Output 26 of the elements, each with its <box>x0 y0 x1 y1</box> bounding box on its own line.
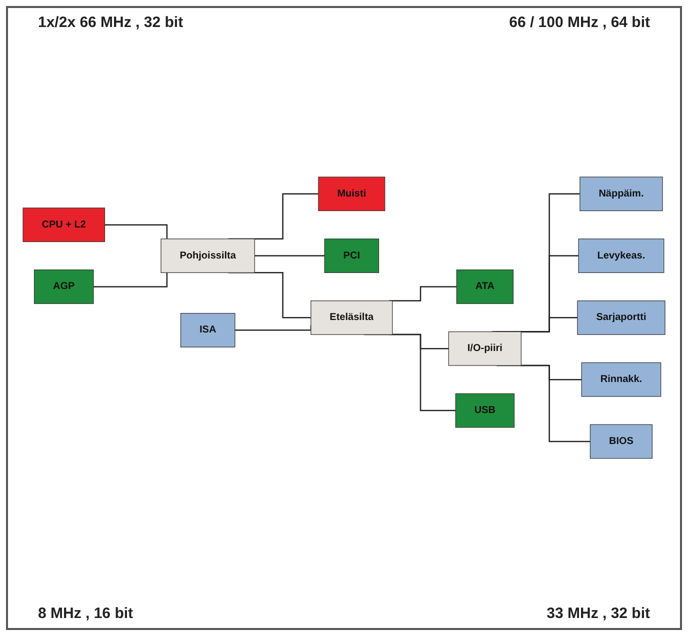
bus-speed-label: 33 MHz , 32 bit <box>546 605 650 622</box>
node-box: Levykeas. <box>578 238 664 274</box>
node-box: ISA <box>180 313 236 348</box>
connector <box>389 286 458 302</box>
node-box: Näppäim. <box>580 177 663 212</box>
node-box: USB <box>455 394 515 428</box>
bus-speed-label: 8 MHz , 16 bit <box>38 605 134 622</box>
node-box: ATA <box>456 270 514 304</box>
node-box: PCI <box>324 238 380 274</box>
node-box: Pohjoissilta <box>160 238 255 274</box>
node-box: I/O-piiri <box>448 332 522 366</box>
connector <box>496 255 580 333</box>
node-box: AGP <box>34 270 94 304</box>
connector <box>520 317 578 333</box>
bus-speed-label: 66 / 100 MHz , 64 bit <box>509 14 650 31</box>
node-box: Muisti <box>318 177 386 212</box>
node-box: Sarjaportti <box>577 300 666 336</box>
node-box: Rinnakk. <box>581 362 662 398</box>
connector <box>492 194 581 333</box>
node-box: BIOS <box>590 424 653 459</box>
connector <box>104 224 168 240</box>
connector <box>254 255 326 257</box>
bus-speed-label: 1x/2x 66 MHz , 32 bit <box>38 14 184 31</box>
connector <box>93 272 168 288</box>
node-box: CPU + L2 <box>22 208 106 242</box>
node-box: Eteläsilta <box>310 300 393 336</box>
